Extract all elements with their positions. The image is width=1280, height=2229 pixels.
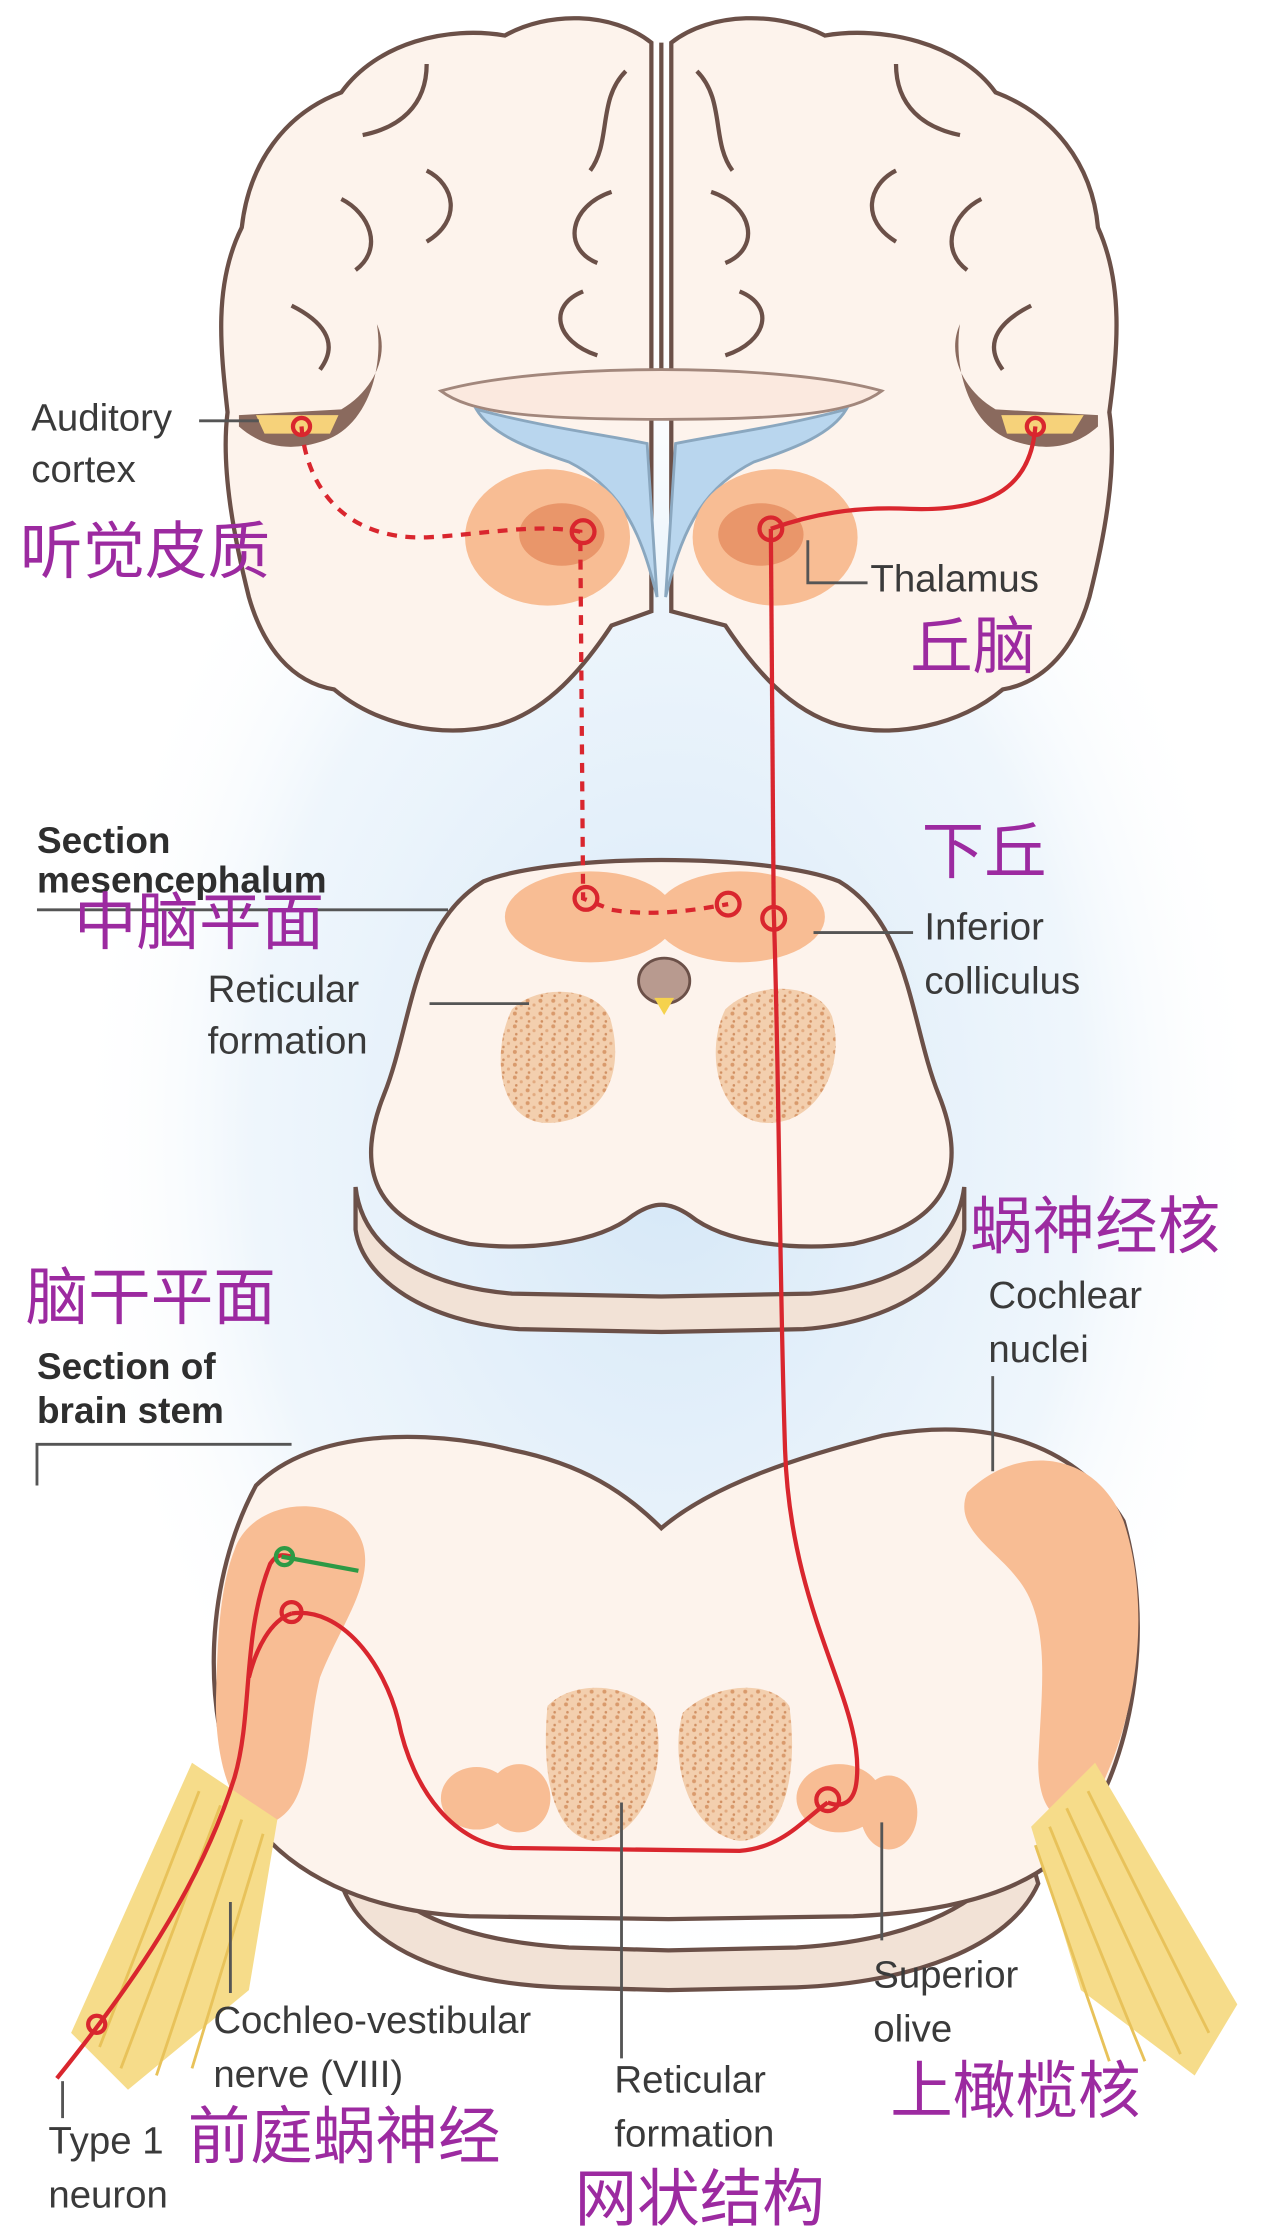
brainstem-heading: Section of brain stem <box>37 1346 226 1431</box>
neuron-line2: neuron <box>48 2174 168 2217</box>
superior-olive-left-b <box>487 1764 551 1833</box>
inferior-colliculus-left <box>504 871 676 963</box>
bottom-reticular-line2: formation <box>614 2113 774 2156</box>
brainstem-heading-line1: Section of <box>37 1346 216 1387</box>
synapse-cochlear-nucleus <box>279 1599 304 1625</box>
synapse-superior-olive <box>814 1786 842 1814</box>
bottom-reticular-zh: 网状结构 <box>575 2162 825 2229</box>
cochleo-vestibular-nerve-left-stripes <box>98 1790 265 2076</box>
synapse-thalamus-right <box>757 515 785 543</box>
neuron-label: Type 1 neuron <box>48 2120 174 2217</box>
brainstem-zh: 脑干平面 <box>26 1261 276 1334</box>
inferior-colliculus-label: Inferior colliculus <box>924 906 1080 1003</box>
synapse-cortex-left <box>290 415 313 438</box>
inferior-colliculus-zh: 下丘 <box>922 815 1047 888</box>
aqueduct-marker <box>654 997 675 1015</box>
midbrain-reticular-label: Reticular formation <box>208 968 370 1062</box>
sulci-left <box>290 63 628 371</box>
midbrain-reticular-left <box>500 991 616 1124</box>
synapse-colliculus-left <box>572 884 600 912</box>
auditory-cortex-line1: Auditory <box>31 397 173 440</box>
inferior-colliculus-right <box>654 871 825 963</box>
pathway-right-cortex-thalamus <box>770 426 1038 531</box>
synapse-cortex-right <box>1024 415 1047 438</box>
midbrain-reticular-line2: formation <box>208 1019 368 1062</box>
superior-olive-right-b <box>860 1775 918 1850</box>
midbrain-heading-line2: mesencephalum <box>37 860 327 901</box>
brainstem-reticular-right <box>678 1687 793 1841</box>
brainstem-edge <box>339 1827 1041 1993</box>
pathway-thalamus-to-colliculus <box>768 528 776 910</box>
cochlear-nucleus-right <box>964 1460 1139 1818</box>
pathway-colliculus-to-olive <box>771 909 860 1807</box>
auditory-cortex-zh: 听觉皮质 <box>20 515 270 588</box>
superior-olive-line2: olive <box>873 2007 952 2050</box>
nerve-line1: Cochleo-vestibular <box>213 1999 531 2042</box>
superior-olive-line1: Superior <box>873 1953 1018 1996</box>
superior-olive-label: Superior olive <box>873 1953 1029 2050</box>
type-1-neuron-soma <box>86 2013 108 2035</box>
synapse-thalamus-left <box>569 518 597 546</box>
superior-olive-zh: 上橄榄核 <box>890 2054 1140 2127</box>
auditory-cortex-line2: cortex <box>31 448 136 491</box>
auditory-cortex-left <box>256 415 339 434</box>
nerve-label: Cochleo-vestibular nerve (VIII) <box>213 1999 542 2096</box>
midbrain-face <box>369 857 954 1249</box>
leader-brainstem-heading <box>35 1442 292 1486</box>
midbrain-edge <box>353 1186 967 1335</box>
pathway-cochlear-to-olive <box>291 1610 829 1853</box>
auditory-pathway <box>55 415 1047 2080</box>
thalamus-zh: 丘脑 <box>910 610 1035 683</box>
brainstem-reticular-left <box>545 1687 659 1841</box>
inferior-colliculus-line1: Inferior <box>924 906 1044 949</box>
cochlear-nuclei-line2: nuclei <box>988 1328 1088 1371</box>
thalamus-label: Thalamus <box>870 557 1039 600</box>
thalamus-left-core <box>519 503 605 566</box>
corpus-callosum <box>437 368 885 421</box>
cochlear-nuclei-zh: 蜗神经核 <box>970 1190 1220 1263</box>
nerve-zh: 前庭蜗神经 <box>188 2100 501 2173</box>
cochlear-nucleus-left <box>215 1506 366 1822</box>
pathway-nerve <box>55 1553 292 2080</box>
pathway-dashed-left <box>299 426 729 915</box>
lateral-ventricles <box>473 407 850 598</box>
bottom-reticular-label: Reticular formation <box>614 2059 776 2156</box>
cochlear-nuclei-line1: Cochlear <box>988 1274 1142 1317</box>
pathway-nerve-branch <box>246 1611 293 1678</box>
leader-lines <box>35 419 995 2119</box>
midbrain-section <box>353 857 967 1335</box>
sulci-right <box>695 63 1033 371</box>
synapse-colliculus-mid <box>714 890 742 918</box>
auditory-cortex-label: Auditory cortex <box>31 397 182 491</box>
nerve-line2: nerve (VIII) <box>213 2053 403 2096</box>
synapse-colliculus-right <box>760 904 788 932</box>
neuron-line1: Type 1 <box>48 2120 163 2163</box>
bottom-reticular-line1: Reticular <box>614 2059 766 2102</box>
midbrain-reticular-line1: Reticular <box>208 968 360 1011</box>
midbrain-heading-line1: Section <box>37 820 171 861</box>
brainstem-section <box>71 1427 1238 2090</box>
midbrain-heading: Section mesencephalum <box>37 820 327 901</box>
brainstem-heading-line2: brain stem <box>37 1390 224 1431</box>
synapse-green <box>273 1545 296 1568</box>
cochlear-nuclei-label: Cochlear nuclei <box>988 1274 1152 1371</box>
midbrain-zh: 中脑平面 <box>74 886 324 959</box>
leader-thalamus <box>806 540 868 585</box>
inferior-colliculus-line2: colliculus <box>924 960 1080 1003</box>
cerebral-aqueduct <box>637 956 692 1006</box>
cochleo-vestibular-nerve-right-stripes <box>1034 1790 1211 2062</box>
